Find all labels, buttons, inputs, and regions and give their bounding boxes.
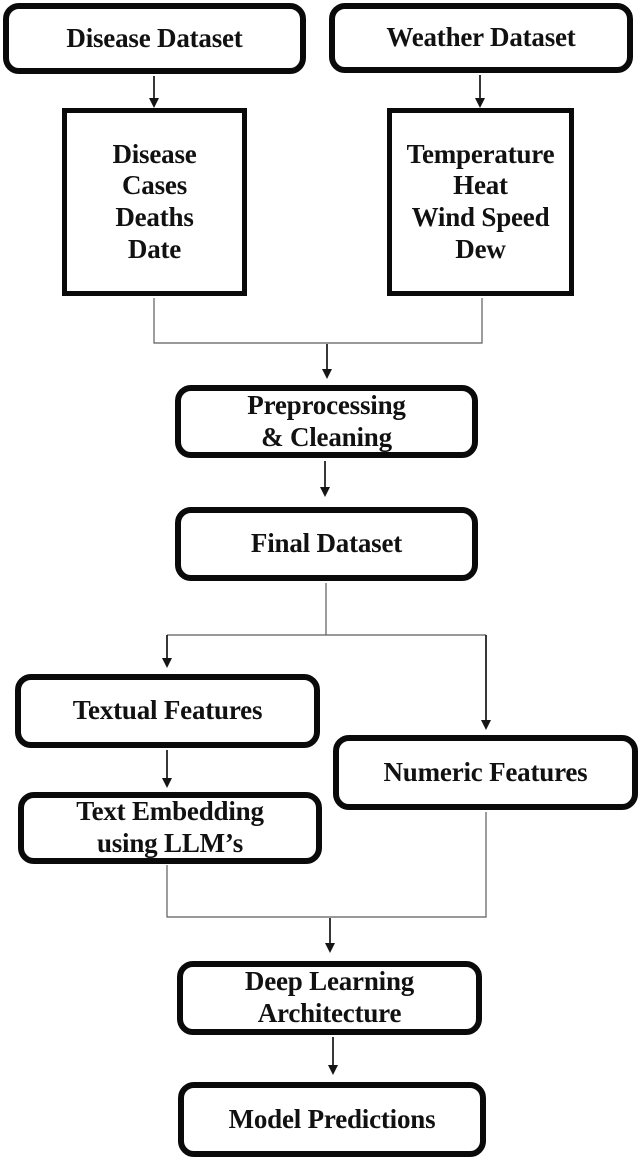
node-numeric-features: Numeric Features xyxy=(333,735,638,810)
node-disease-fields-label: Disease Cases Deaths Date xyxy=(112,138,197,264)
node-deep-learning-label: Deep Learning Architecture xyxy=(244,966,415,1028)
node-final-dataset: Final Dataset xyxy=(175,507,478,581)
node-textual-features: Textual Features xyxy=(15,674,320,748)
node-disease-fields: Disease Cases Deaths Date xyxy=(62,108,247,296)
node-preprocessing: Preprocessing & Cleaning xyxy=(175,385,478,458)
node-weather-fields-label: Temperature Heat Wind Speed Dew xyxy=(406,138,555,264)
edge-split-to-textual-features xyxy=(162,635,172,668)
node-numeric-features-label: Numeric Features xyxy=(383,756,588,787)
edge-fields-merge-elbow xyxy=(153,298,483,344)
node-text-embedding: Text Embedding using LLM’s xyxy=(18,792,322,864)
node-text-embedding-label: Text Embedding using LLM’s xyxy=(76,796,264,858)
node-preprocessing-label: Preprocessing & Cleaning xyxy=(247,389,406,452)
node-final-dataset-label: Final Dataset xyxy=(250,528,403,559)
edge-deep-learning-to-model-predictions xyxy=(328,1037,338,1075)
node-disease-dataset: Disease Dataset xyxy=(3,3,306,74)
edge-preprocessing-to-final-dataset xyxy=(320,461,330,497)
node-weather-dataset-label: Weather Dataset xyxy=(386,22,576,53)
edge-weather-dataset-to-weather-fields xyxy=(475,75,485,108)
edge-merge-to-deep-learning xyxy=(325,918,335,953)
node-weather-fields: Temperature Heat Wind Speed Dew xyxy=(387,108,574,296)
node-model-predictions-label: Model Predictions xyxy=(228,1103,436,1134)
edge-split-to-numeric-features xyxy=(481,635,491,730)
edge-textual-features-to-text-embedding xyxy=(162,750,172,788)
node-model-predictions: Model Predictions xyxy=(178,1082,486,1157)
node-textual-features-label: Textual Features xyxy=(72,695,263,726)
node-weather-dataset: Weather Dataset xyxy=(329,3,633,73)
node-disease-dataset-label: Disease Dataset xyxy=(66,22,243,53)
edge-merge-to-preprocessing xyxy=(322,344,332,379)
edge-disease-dataset-to-disease-fields xyxy=(149,76,159,108)
node-deep-learning: Deep Learning Architecture xyxy=(177,961,482,1035)
edge-final-dataset-split-elbow xyxy=(167,583,486,636)
